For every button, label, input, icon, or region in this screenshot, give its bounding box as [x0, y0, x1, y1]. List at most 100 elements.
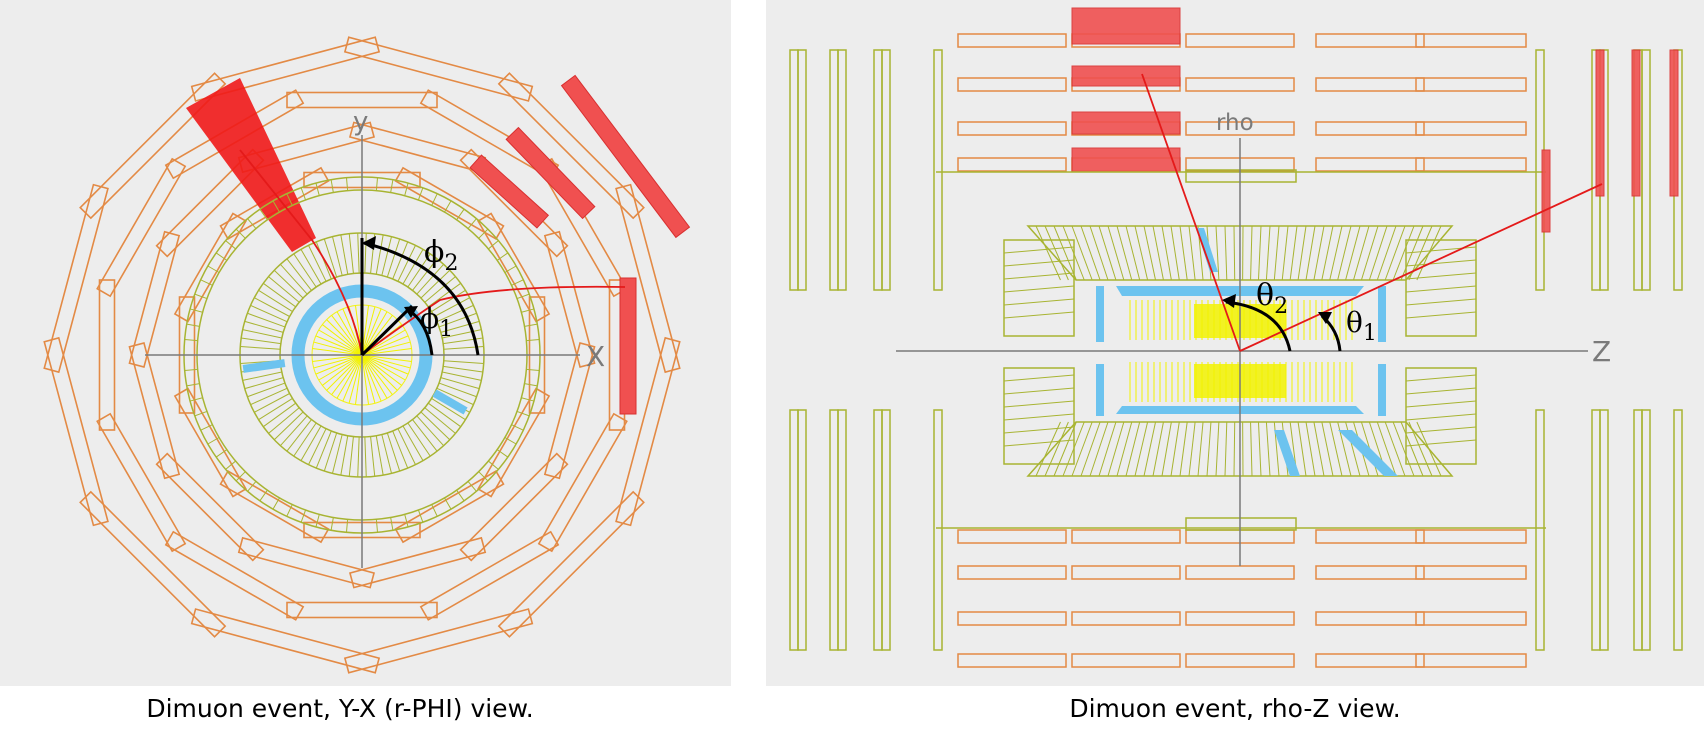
ecal-segment [392, 430, 409, 469]
hcal-tower [1107, 225, 1125, 281]
hcal-tower [1400, 225, 1424, 281]
muon-barrel-chamber [1315, 529, 1425, 544]
ecal-segment [263, 402, 296, 428]
hcal-segment [247, 481, 257, 492]
muon-endcap-disk [881, 49, 891, 291]
hcal-tower [1161, 421, 1172, 477]
hcal-tower [1143, 225, 1157, 281]
hcal-tower [1098, 225, 1117, 281]
ecal-segment [370, 436, 376, 477]
hcal-endcap-layer [1003, 426, 1075, 434]
pixel-segment [361, 354, 398, 391]
ecal-segment [375, 234, 384, 275]
hcal-endcap-layer [1003, 259, 1075, 267]
ecal-segment [293, 422, 317, 457]
hcal-segment [404, 182, 409, 196]
hcal-tower [1152, 421, 1164, 477]
pixel-segment [361, 341, 411, 356]
muon-barrel-chamber [1185, 77, 1295, 92]
pixel-segment [361, 306, 376, 356]
muon-chamber [543, 230, 596, 369]
tracker-endcap [1096, 286, 1104, 342]
hcal-segment [456, 208, 465, 221]
hcal-segment [511, 279, 524, 286]
phi2-label: ϕ2 [424, 235, 458, 276]
muon-chamber [286, 91, 438, 109]
ecal-segment [308, 428, 327, 465]
muon-endcap-disk [1633, 409, 1643, 651]
muon-endcap-disk [829, 49, 839, 291]
hcal-segment [259, 208, 268, 221]
ecal-segment [348, 436, 354, 477]
ecal-segment [254, 393, 290, 413]
ecal-segment [428, 282, 461, 308]
hcal-segment [404, 514, 409, 528]
muon-barrel-chamber [957, 611, 1067, 626]
ecal-segment [442, 371, 482, 381]
pixel-segment [361, 354, 409, 375]
hcal-tower [1384, 225, 1406, 281]
hcal-tower [1089, 225, 1109, 281]
muon-track-2 [1141, 73, 1241, 352]
theta1-arrowhead [1318, 312, 1332, 324]
muon-barrel-chamber [1415, 529, 1527, 544]
hcal-tower [1384, 421, 1406, 477]
muon-barrel-chamber [957, 529, 1067, 544]
ecal-segment [244, 377, 284, 390]
hcal-segment [300, 187, 307, 201]
ecal-segment [357, 436, 360, 477]
hcal-endcap [1003, 367, 1075, 465]
muon-chamber-hit [1071, 147, 1181, 173]
hcal-endcap-layer [1003, 311, 1075, 319]
muon-chamber [615, 336, 681, 527]
ecal-segment [247, 382, 286, 398]
hcal-tower [1329, 225, 1343, 281]
tracker-hit [1196, 228, 1218, 272]
hcal-endcap [1405, 367, 1477, 465]
ecal-segment [279, 264, 308, 295]
muon-endcap-disk [933, 409, 943, 651]
tracker-endcap [1378, 286, 1386, 342]
muon-chamber-hit [1541, 149, 1551, 233]
muon-tracks [239, 149, 626, 356]
hcal-segment [189, 397, 203, 402]
hcal-segment [207, 265, 220, 273]
ecal-segment [240, 345, 281, 350]
hcal-tower [1233, 421, 1236, 477]
muon-chamber-hit [1669, 49, 1679, 197]
ecal-segment [273, 411, 304, 441]
muon-chamber [286, 601, 438, 619]
hcal-tower [1071, 225, 1093, 281]
ecal-segment [254, 297, 290, 317]
hcal-tower [1188, 421, 1196, 477]
hcal-tower [1265, 225, 1271, 281]
hcal-tower [1305, 225, 1316, 281]
hcal-tower [1273, 225, 1280, 281]
tracker [1096, 228, 1398, 476]
muon-barrel-chamber [1415, 653, 1527, 668]
hcal-tower [1089, 421, 1109, 477]
muon-barrel-chamber [1315, 77, 1425, 92]
hcal-segment [456, 489, 465, 502]
hcal-segment [225, 460, 236, 470]
pixel-segment [361, 311, 388, 356]
hcal-endcap-layer [1003, 413, 1075, 421]
hcal-tower [1080, 225, 1101, 281]
hcal-segment [521, 308, 535, 313]
ecal-segment [323, 432, 338, 472]
ecal-segment [332, 236, 343, 276]
pixel-segment [322, 354, 363, 386]
hcal-segment [526, 368, 540, 372]
muon-chamber-hit [560, 74, 691, 239]
pixel-segment [361, 335, 409, 356]
muon-barrel-chamber [1185, 33, 1295, 48]
ecal-segment [323, 238, 338, 278]
ecal-segment [244, 320, 284, 333]
pixel-segment [331, 315, 363, 356]
muon-chamber [343, 608, 534, 674]
muon-barrel-chamber [1071, 653, 1181, 668]
muon-endcap-disk [1599, 409, 1609, 651]
ecal-segment [428, 402, 461, 428]
hcal-endcap-layer [1405, 426, 1477, 434]
muon-barrel-chamber [1071, 611, 1181, 626]
